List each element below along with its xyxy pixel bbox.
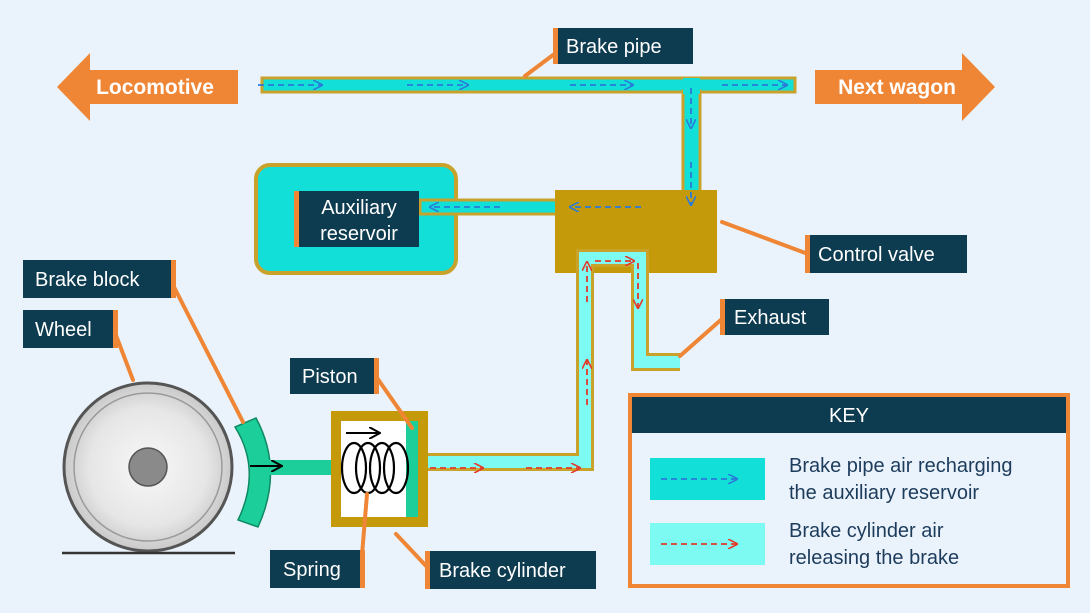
brake-cylinder-air-pipe <box>426 249 680 471</box>
svg-text:Auxiliary: Auxiliary <box>321 197 397 219</box>
svg-text:the auxiliary reservoir: the auxiliary reservoir <box>789 482 979 504</box>
label-brake-pipe: Brake pipe <box>553 28 693 64</box>
red-flow-arrows <box>430 261 638 468</box>
leader-lines <box>112 53 810 570</box>
key-swatch-brake-pipe-air <box>650 458 765 500</box>
svg-text:Brake cylinder air: Brake cylinder air <box>789 520 944 542</box>
next-wagon-direction-arrow: Next wagon <box>815 53 995 121</box>
label-brake-block: Brake block <box>23 260 176 298</box>
locomotive-direction-arrow: Locomotive <box>57 53 238 121</box>
svg-text:Brake pipe air recharging: Brake pipe air recharging <box>789 455 1012 477</box>
svg-text:Piston: Piston <box>302 366 358 388</box>
key-item-brake-pipe-air: Brake pipe air recharging the auxiliary … <box>650 455 1012 504</box>
label-brake-cylinder: Brake cylinder <box>425 551 596 589</box>
svg-text:releasing the brake: releasing the brake <box>789 547 959 569</box>
key-swatch-brake-cylinder-air <box>650 523 765 565</box>
brake-cylinder <box>331 411 428 527</box>
next-wagon-label: Next wagon <box>838 76 956 99</box>
label-piston: Piston <box>290 358 379 394</box>
label-exhaust: Exhaust <box>720 299 829 335</box>
label-control-valve: Control valve <box>805 235 967 273</box>
label-auxiliary-reservoir: Auxiliary reservoir <box>294 191 419 247</box>
svg-text:reservoir: reservoir <box>320 223 398 245</box>
svg-text:Control valve: Control valve <box>818 244 935 266</box>
svg-text:Spring: Spring <box>283 559 341 581</box>
label-wheel: Wheel <box>23 310 118 348</box>
key-title: KEY <box>829 405 869 427</box>
spring-coil <box>340 441 410 495</box>
svg-text:Brake pipe: Brake pipe <box>566 36 662 58</box>
wheel-hub <box>128 447 168 487</box>
piston <box>406 421 418 517</box>
locomotive-label: Locomotive <box>96 76 214 99</box>
svg-text:Brake block: Brake block <box>35 269 140 291</box>
svg-text:Brake cylinder: Brake cylinder <box>439 560 566 582</box>
key-panel: KEY Brake pipe air recharging the auxili… <box>628 393 1070 588</box>
blue-flow-arrows <box>258 85 787 207</box>
key-item-brake-cylinder-air: Brake cylinder air releasing the brake <box>650 520 959 569</box>
svg-text:Exhaust: Exhaust <box>734 307 807 329</box>
label-spring: Spring <box>270 550 365 588</box>
brake-block <box>233 417 272 528</box>
key-header <box>632 397 1066 433</box>
piston-rod <box>261 460 343 475</box>
svg-text:Wheel: Wheel <box>35 319 92 341</box>
wheel <box>62 381 235 555</box>
